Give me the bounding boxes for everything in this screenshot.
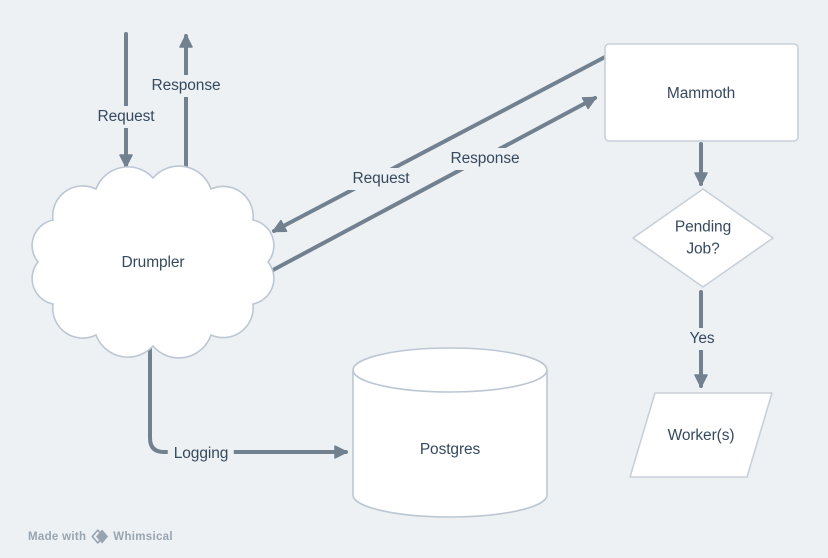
edge-label-logging: Logging — [167, 443, 235, 465]
node-label-mammoth: Mammoth — [666, 85, 736, 103]
made-with-whimsical-badge[interactable]: Made with Whimsical — [28, 528, 173, 545]
node-label-postgres: Postgres — [419, 441, 481, 459]
edge-logging-drumpler-to-postgres[interactable] — [148, 347, 348, 459]
mammoth-rectangle-shape[interactable] — [604, 43, 799, 142]
workers-parallelogram-shape[interactable] — [629, 392, 773, 478]
pending-job-diamond-shape[interactable] — [632, 188, 774, 288]
edge-response-drumpler-to-mammoth[interactable] — [271, 96, 597, 272]
edge-label-top-request: Request — [91, 106, 161, 128]
edge-label-top-response: Response — [145, 75, 227, 97]
postgres-cylinder-body[interactable] — [352, 370, 548, 518]
drumpler-cloud-shape[interactable] — [31, 165, 275, 359]
postgres-cylinder-top[interactable] — [352, 347, 548, 393]
edge-label-mid-request: Request — [346, 168, 416, 190]
whimsical-logo-icon — [91, 529, 109, 544]
node-label-drumpler: Drumpler — [121, 254, 185, 272]
edge-label-yes: Yes — [683, 328, 721, 350]
edge-label-mid-response: Response — [444, 148, 526, 170]
made-with-text: Made with — [28, 530, 87, 543]
node-label-workers: Worker(s) — [667, 427, 735, 445]
whimsical-brand-text: Whimsical — [113, 530, 173, 543]
node-label-pending-job: Pending Job? — [674, 218, 732, 257]
edge-request-mammoth-to-drumpler[interactable] — [272, 55, 607, 233]
